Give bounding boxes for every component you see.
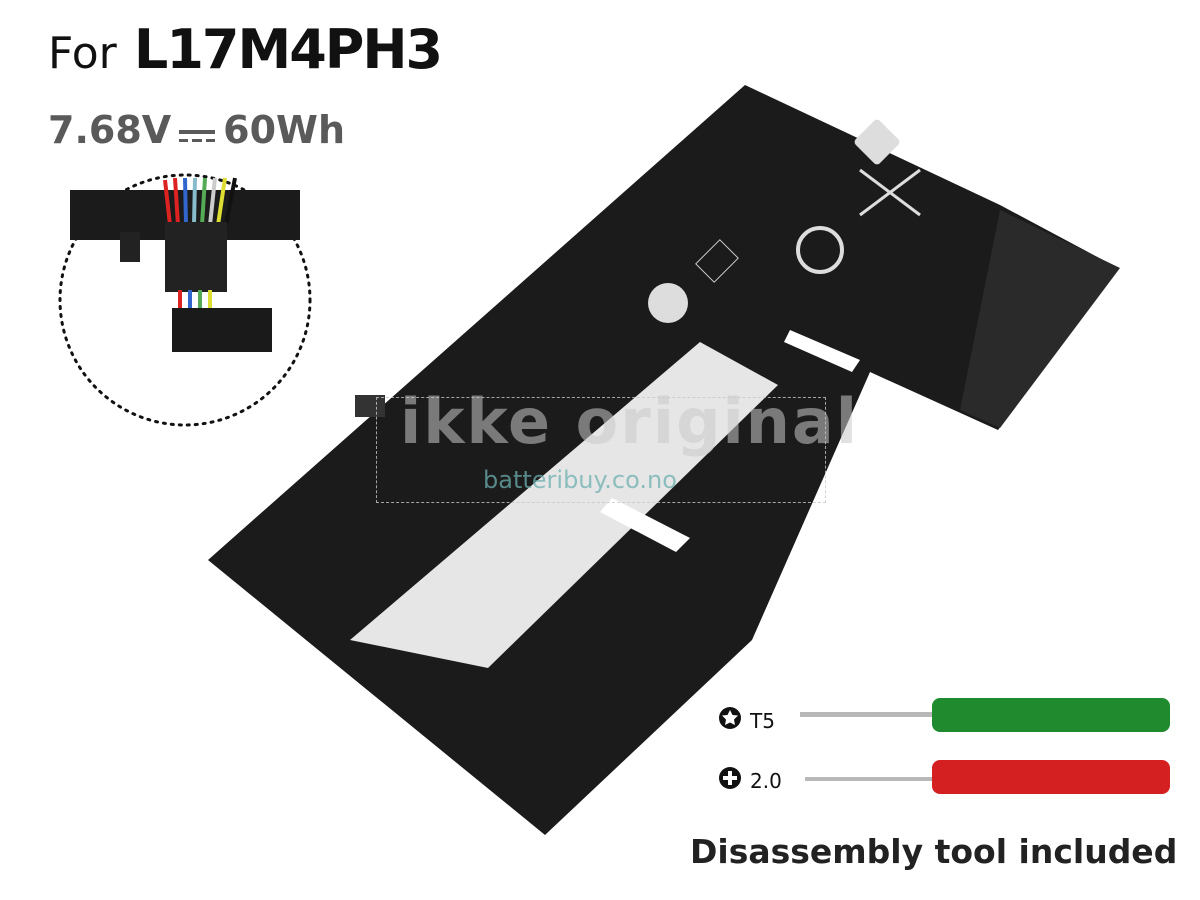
screwdriver-phillips <box>805 760 1170 794</box>
battery-pack <box>208 85 1120 835</box>
dc-current-icon <box>179 111 216 155</box>
screwdriver-t5 <box>800 698 1170 732</box>
product-title: For L17M4PH3 <box>48 18 443 81</box>
watermark-text: ikke original <box>400 385 859 458</box>
battery-label <box>350 342 778 668</box>
for-label: For <box>48 28 117 79</box>
voltage: 7.68V <box>48 108 172 152</box>
tool-phillips-label: 2.0 <box>718 766 782 795</box>
torx-icon <box>718 706 742 735</box>
tool-t5-label: T5 <box>718 706 775 735</box>
battery-spec: 7.68V 60Wh <box>48 108 345 155</box>
phillips-icon <box>718 766 742 795</box>
watermark-site: batteribuy.co.no <box>483 466 677 494</box>
watermark-frame <box>376 397 826 503</box>
disassembly-tool-note: Disassembly tool included <box>690 832 1178 871</box>
capacity: 60Wh <box>223 108 346 152</box>
model-number: L17M4PH3 <box>133 18 443 81</box>
connector-zoom-callout <box>58 173 312 427</box>
